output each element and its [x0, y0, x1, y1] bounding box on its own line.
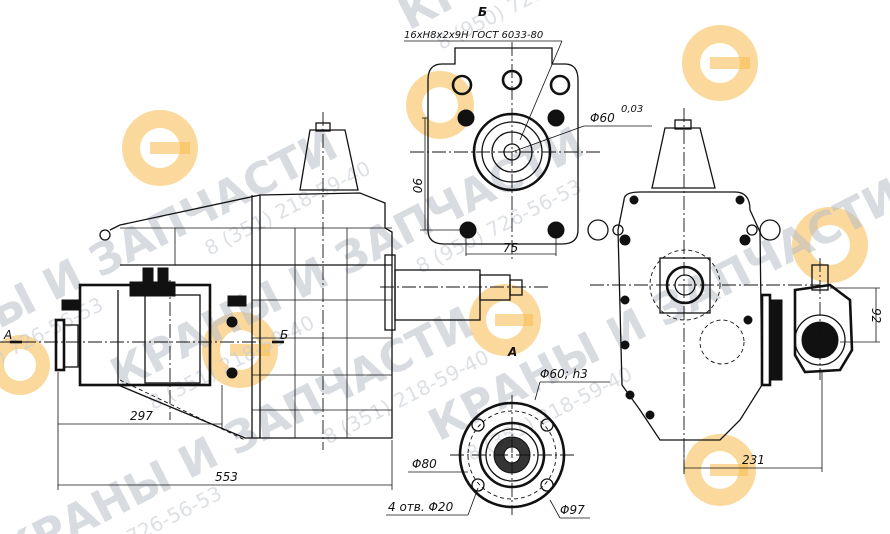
watermark-logo-icon	[0, 335, 50, 395]
view-b-tolerance: 0,03	[621, 104, 643, 115]
dimension-297: 297	[130, 409, 153, 423]
side-view: А Б 297 553	[0, 112, 548, 490]
view-b-dimension-75: 75	[503, 241, 518, 255]
dimension-553: 553	[215, 470, 238, 484]
watermark-logo-icon	[682, 25, 758, 101]
front-dimension-92: 92	[869, 308, 883, 323]
view-b-diameter: Φ60	[590, 111, 615, 125]
front-dimension-231: 231	[742, 453, 765, 467]
section-b-marker: Б	[280, 328, 288, 342]
view-b-dimension-90: 90	[410, 178, 424, 194]
watermark-logo-icon	[122, 110, 198, 186]
front-view: 92 231	[587, 108, 883, 475]
view-a-holes: 4 отв. Φ20	[388, 500, 454, 514]
view-a: А Φ60; h3 Φ80 4 отв. Φ20 Φ97	[386, 345, 610, 519]
view-b: Б 16хН8х2х9Н ГОСТ 6033-80 Φ60 0,03 90 75	[404, 5, 652, 260]
watermark-logo-icon	[684, 434, 756, 506]
view-b-title: Б	[478, 5, 487, 19]
section-a-marker: А	[3, 328, 12, 342]
watermark-logo-icon	[792, 207, 868, 283]
view-a-title: А	[507, 345, 517, 359]
spline-spec-label: 16хН8х2х9Н ГОСТ 6033-80	[404, 30, 543, 41]
view-a-inner-diameter: Φ80	[412, 457, 437, 471]
view-a-outer-diameter: Φ97	[560, 503, 585, 517]
view-a-spigot-diameter: Φ60; h3	[540, 367, 588, 381]
watermark-logo-icon	[469, 284, 541, 356]
watermark-logo-icon	[406, 71, 474, 139]
